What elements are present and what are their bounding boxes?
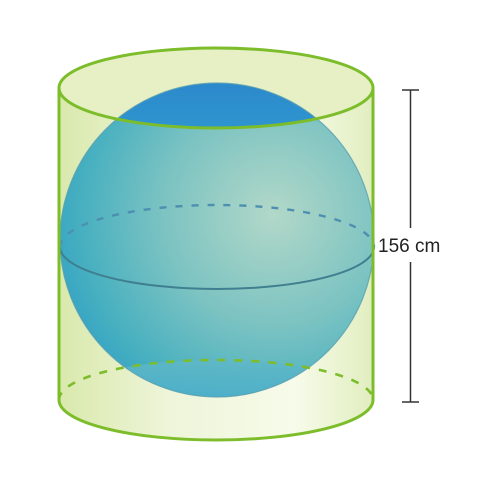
cylinder-bottom-front-edge bbox=[57, 399, 375, 442]
height-dimension-line: 156 cm bbox=[378, 89, 440, 403]
sphere-top-cap bbox=[60, 83, 373, 128]
sphere-body bbox=[60, 83, 374, 397]
cylinder-top-rim bbox=[57, 46, 375, 130]
sphere-equator-front bbox=[59, 246, 375, 290]
cylinder-edges bbox=[57, 46, 375, 442]
height-label: 156 cm bbox=[378, 236, 440, 257]
cylinder-bottom-back-edge bbox=[57, 358, 375, 401]
